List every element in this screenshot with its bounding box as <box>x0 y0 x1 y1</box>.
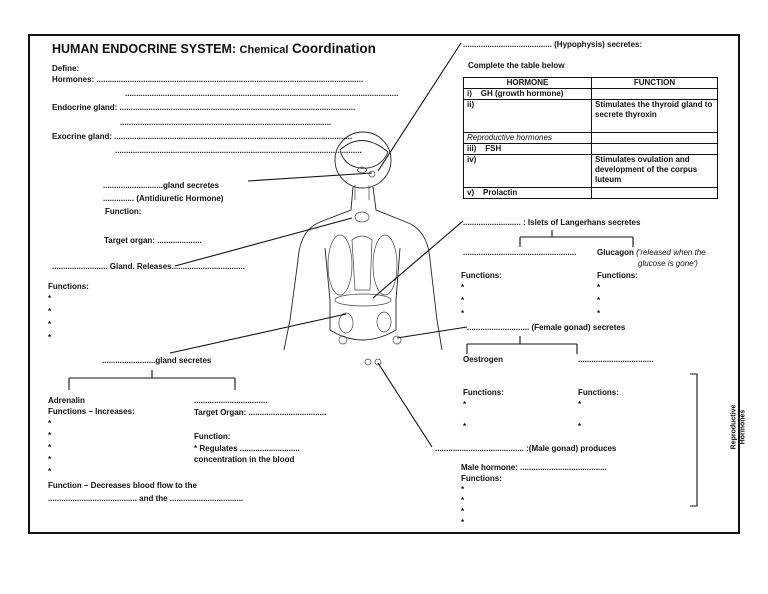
hormones-definition: Hormones: ..............................… <box>52 75 364 84</box>
exocrine-definition-cont: ........................................… <box>115 146 362 155</box>
adrenalin-label: Adrenalin <box>48 396 85 405</box>
bullet: * <box>48 320 52 329</box>
table-row: i) GH (growth hormone) <box>463 88 718 100</box>
bullet: * <box>597 309 601 318</box>
worksheet-border <box>28 34 740 534</box>
endocrine-definition: Endocrine gland: .......................… <box>52 103 356 112</box>
table-header: HORMONE <box>463 77 592 89</box>
human-body-outline <box>283 131 443 351</box>
ovary-functions-right: Functions: <box>578 388 619 397</box>
bullet: * <box>48 294 52 303</box>
thyroid-functions: Functions: <box>48 282 89 291</box>
bullet: * <box>461 283 465 292</box>
pancreas-label: .......................... : Islets of L… <box>463 218 641 227</box>
table-row: v) Prolactin <box>463 187 718 199</box>
adh-hormone-label: .............. (Antidiuretic Hormone) <box>103 194 224 203</box>
glucagon-label: Glucagon ('released when the <box>597 248 706 257</box>
pancreas-functions-right: Functions: <box>597 271 638 280</box>
define-heading: Define: <box>52 64 80 73</box>
ovary-label: ............................ (Female gon… <box>467 323 626 332</box>
hormones-definition-cont: ........................................… <box>125 89 399 98</box>
ovary-functions-left: Functions: <box>463 388 504 397</box>
glucagon-note: glucose is gone') <box>638 259 698 268</box>
adh-gland-label: ...........................gland secrete… <box>103 181 220 190</box>
bullet: * <box>461 309 465 318</box>
bullet: * <box>597 296 601 305</box>
male-hormone-label: Male hormone: ..........................… <box>461 463 607 472</box>
ovary-blank: .................................. <box>578 355 654 364</box>
thyroid-label: ......................... Gland. Release… <box>52 262 245 271</box>
bullet: * <box>48 333 52 342</box>
adrenal-decreases-cont: ........................................… <box>48 494 244 503</box>
pancreas-blank: ........................................… <box>463 248 577 257</box>
bullet: * <box>48 443 52 452</box>
adh-target-label: Target organ: .................... <box>104 236 202 245</box>
bullet: * <box>461 518 465 527</box>
pancreas-functions-left: Functions: <box>461 271 502 280</box>
adrenal-function: Function: <box>194 432 231 441</box>
table-header: FUNCTION <box>591 77 718 89</box>
adrenalin-functions: Functions – Increases: <box>48 407 135 416</box>
bullet: * <box>597 283 601 292</box>
leader-lines <box>68 42 698 507</box>
bullet: * <box>463 422 467 431</box>
adrenal-regulates-cont: concentration in the blood <box>194 455 295 464</box>
adrenal-gland-label: ........................gland secretes <box>102 356 212 365</box>
adrenal-target: Target Organ: ..........................… <box>194 408 327 417</box>
bullet: * <box>461 507 465 516</box>
bullet: * <box>48 431 52 440</box>
bullet: * <box>461 296 465 305</box>
organs <box>327 166 402 366</box>
bullet: * <box>48 467 52 476</box>
table-row: iv)Stimulates ovulation and development … <box>463 154 718 188</box>
testis-label: ........................................… <box>435 444 617 453</box>
exocrine-definition: Exocrine gland: ........................… <box>52 132 353 141</box>
hypophysis-label: ........................................… <box>463 40 643 49</box>
bullet: * <box>48 307 52 316</box>
bullet: * <box>463 400 467 409</box>
bullet: * <box>461 485 465 494</box>
adh-function-label: Function: <box>105 207 142 216</box>
table-instruction: Complete the table below <box>468 61 565 70</box>
endocrine-definition-cont: ........................................… <box>120 118 332 127</box>
adrenal-blank: ................................. <box>194 396 268 405</box>
table-row: ii)Stimulates the thyroid gland to secre… <box>463 99 718 133</box>
page-title: HUMAN ENDOCRINE SYSTEM: Chemical Coordin… <box>52 41 376 56</box>
testis-functions: Functions: <box>461 474 502 483</box>
bullet: * <box>578 422 582 431</box>
bullet: * <box>578 400 582 409</box>
table-row: Reproductive hormones <box>463 132 718 144</box>
adrenal-regulates: * Regulates ........................... <box>194 444 300 453</box>
adrenal-decreases: Function – Decreases blood flow to the <box>48 481 197 490</box>
table-row: iii) FSH <box>463 143 718 155</box>
bullet: * <box>461 496 465 505</box>
oestrogen-label: Oestrogen <box>463 355 504 364</box>
bullet: * <box>48 419 52 428</box>
bullet: * <box>48 455 52 464</box>
